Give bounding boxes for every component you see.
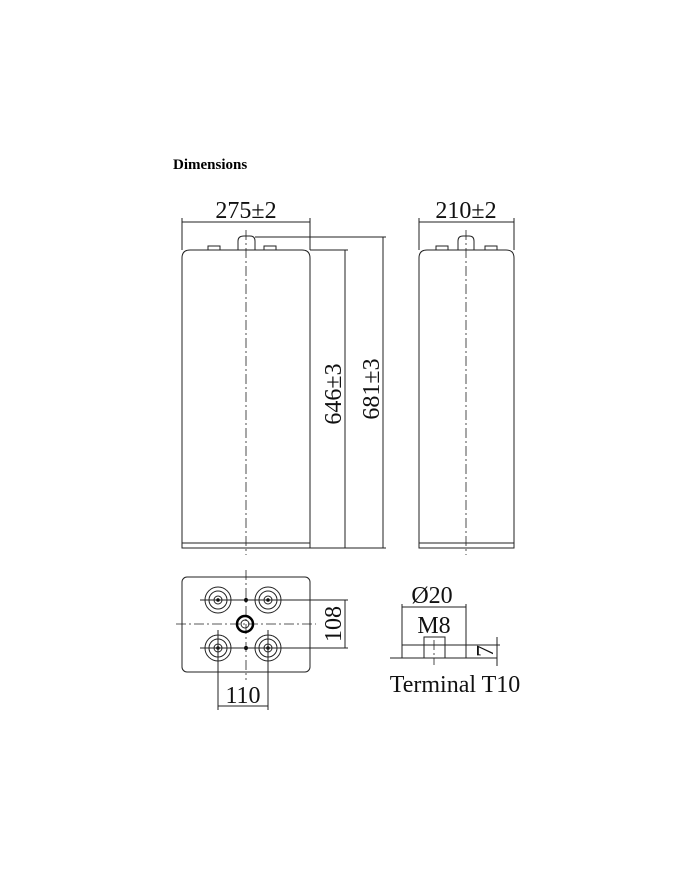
front-view: 275±2 646±3 681±3: [181, 198, 386, 555]
terminal-diameter-label: Ø20: [411, 583, 452, 609]
pitch-horizontal-label: 110: [225, 683, 260, 709]
top-view: 108 110: [176, 570, 348, 710]
vent-plug-icon: [235, 614, 255, 634]
terminal-height-label: 7: [473, 645, 499, 657]
front-body-height-label: 646±3: [321, 363, 347, 424]
side-width-label: 210±2: [435, 198, 496, 224]
terminal-caption: Terminal T10: [390, 672, 521, 698]
side-view: 210±2: [418, 198, 515, 555]
front-width-label: 275±2: [215, 198, 276, 224]
terminal-detail: Ø20 M8 7 Terminal T10: [390, 583, 521, 698]
pitch-vertical-label: 108: [321, 606, 347, 642]
front-total-height-label: 681±3: [359, 358, 385, 419]
terminal-thread-label: M8: [417, 613, 450, 639]
section-title: Dimensions: [173, 157, 248, 173]
